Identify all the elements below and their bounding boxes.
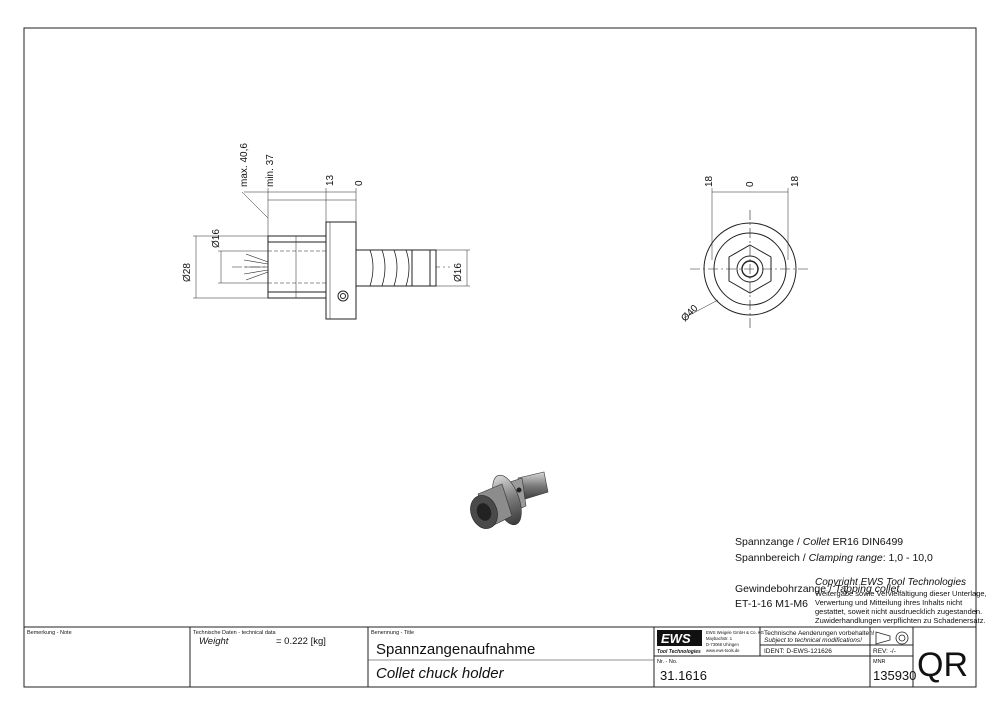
- ident-number: IDENT: D-EWS-121626: [764, 648, 832, 655]
- revision: REV: -/-: [873, 648, 896, 655]
- title-block-text: Bemerkung - Note Technische Daten - tech…: [27, 630, 968, 684]
- dim-front-left: 18: [704, 175, 715, 187]
- dim-flange: 13: [325, 174, 336, 186]
- copyright-line-3: gestattet, soweit nicht ausdruecklich zu…: [815, 607, 982, 616]
- iso-view: [470, 471, 549, 529]
- change-notice-en: Subject to technical modifications!: [764, 637, 862, 644]
- number-label: Nr. - No.: [657, 659, 678, 665]
- title-german: Spannzangenaufnahme: [376, 641, 535, 658]
- ews-logo-box: [657, 630, 702, 646]
- qr-code-label: QR: [917, 646, 968, 684]
- weight-label: Weight: [199, 636, 229, 647]
- dim-zero-side: 0: [354, 180, 365, 186]
- note-label: Bemerkung - Note: [27, 630, 72, 636]
- copyright-line-1: Weitergabe sowie Vervielfältigung dieser…: [815, 589, 987, 598]
- company-line-1: EWS Weigele GmbH & Co. KG: [706, 630, 764, 635]
- change-notice-de: Technische Aenderungen vorbehalten!: [764, 630, 875, 637]
- dim-bore-dia: Ø16: [211, 229, 222, 248]
- dim-min-length: min. 37: [265, 154, 276, 187]
- title-label: Benennung - Title: [371, 630, 414, 636]
- dim-front-zero: 0: [745, 181, 756, 187]
- company-line-2: Maybachstr. 1: [706, 636, 733, 641]
- company-line-3: D-73066 Uhingen: [706, 642, 739, 647]
- copyright-line-4: Zuwiderhandlungen verpflichten zu Schade…: [815, 616, 986, 625]
- mnr-number: 135930: [873, 668, 916, 683]
- notes-block: Spannzange / Collet ER16 DIN6499 Spannbe…: [735, 536, 933, 610]
- sheet-border: [23, 27, 977, 688]
- tech-data-label: Technische Daten - technical data: [193, 630, 276, 636]
- mnr-label: MNR: [873, 659, 886, 665]
- dim-flange-dia: Ø40: [679, 303, 700, 324]
- copyright-line-2: Verwertung und Mitteilung ihres Inhalts …: [815, 598, 963, 607]
- note-range: Spannbereich / Clamping range: 1,0 - 10,…: [735, 552, 933, 564]
- weight-value: = 0.222 [kg]: [276, 636, 326, 647]
- note-tapping-spec: ET-1-16 M1-M6: [735, 598, 808, 610]
- front-view: [683, 188, 810, 330]
- part-number: 31.1616: [660, 668, 707, 683]
- side-view-labels: max. 40,6 min. 37 13 0 Ø16 Ø28 Ø16: [182, 143, 464, 282]
- note-tapping: Gewindebohrzange / Tapping collet: [735, 583, 900, 595]
- projection-symbol-icon: [875, 631, 909, 645]
- dim-front-right: 18: [790, 175, 801, 187]
- note-collet: Spannzange / Collet ER16 DIN6499: [735, 536, 903, 548]
- dim-nut-dia: Ø28: [182, 263, 193, 282]
- copyright-brand: Copyright EWS Tool Technologies: [815, 577, 966, 588]
- side-view: [193, 188, 470, 320]
- dim-shank-dia: Ø16: [453, 263, 464, 282]
- title-block: [24, 626, 976, 687]
- company-line-4: www.ews-tools.de: [706, 648, 740, 653]
- ews-logo-sub: Tool Technologies: [657, 649, 701, 655]
- ews-logo: EWS: [661, 631, 691, 646]
- copyright-block: Copyright EWS Tool Technologies Weiterga…: [815, 577, 987, 625]
- dim-max-length: max. 40,6: [239, 143, 250, 187]
- title-english: Collet chuck holder: [376, 665, 505, 682]
